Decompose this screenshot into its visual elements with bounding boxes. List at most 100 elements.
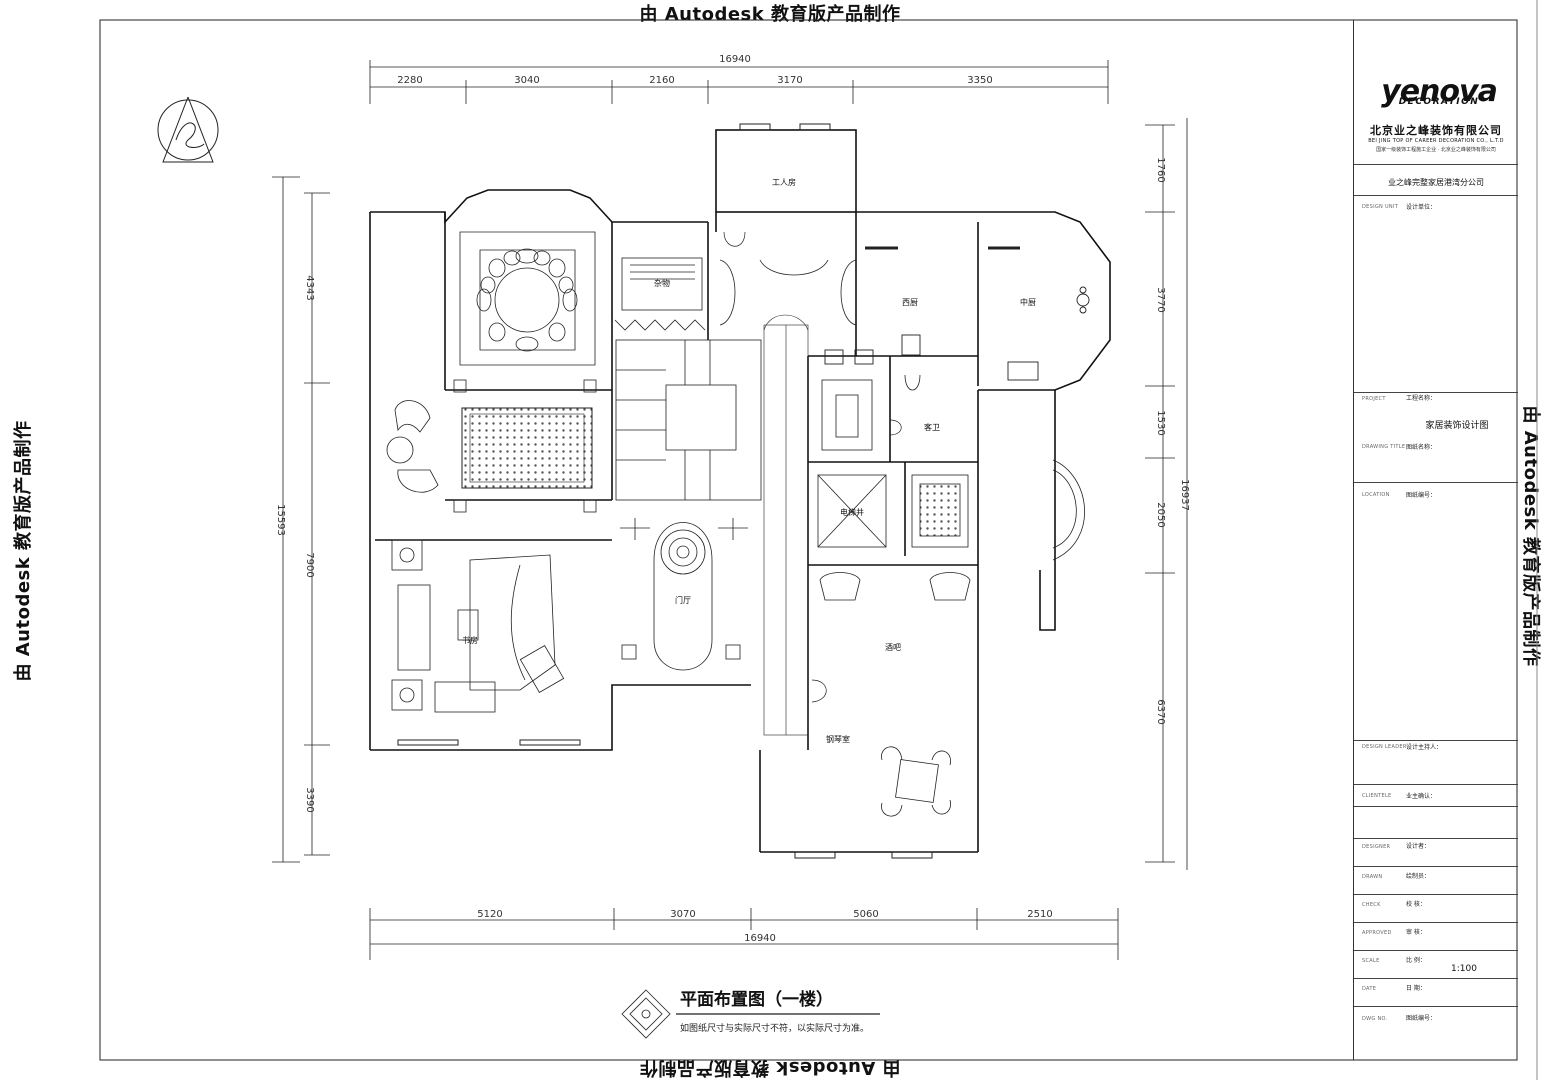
sheet-frame: [99, 19, 1518, 1061]
study-furniture: [391, 539, 565, 713]
elevator-shaft: [817, 474, 969, 548]
piano-room-furniture: [819, 459, 1085, 817]
room-labels: 工人房 西厨 中厨 客卫 电梯井 门厅 酒吧 钢琴室 杂物 书房: [462, 177, 1036, 744]
room-storage-label: 杂物: [654, 278, 670, 288]
divider: [1354, 740, 1518, 741]
tb-location-en: LOCATION: [1362, 492, 1390, 498]
dim-right-3: 1530: [1155, 410, 1166, 435]
tb-design-unit-en: DESIGN UNIT: [1362, 204, 1399, 210]
room-bar-label: 酒吧: [885, 643, 901, 652]
dim-right-total: 16937: [1179, 479, 1190, 511]
divider: [1354, 164, 1518, 165]
dimension-lines: [272, 60, 1188, 960]
scale-value: 1:100: [1451, 964, 1477, 974]
title-emblem-icon: [621, 989, 671, 1039]
tb-scale-cn: 比 例：: [1406, 957, 1426, 964]
room-kitchen-china-label: 中厨: [1020, 297, 1036, 307]
dim-right-1: 1760: [1155, 157, 1166, 182]
divider: [1354, 894, 1518, 895]
dim-left-3: 3390: [304, 787, 315, 812]
divider: [1354, 922, 1518, 923]
dim-top-5: 3350: [967, 75, 992, 86]
divider: [1354, 392, 1518, 393]
dim-right-2: 3770: [1155, 287, 1166, 312]
dim-top-3: 2160: [649, 75, 674, 86]
divider: [1354, 195, 1518, 196]
company-logo: yenova: [1381, 74, 1498, 109]
tb-drawing-title-en: DRAWING TITLE: [1362, 444, 1406, 450]
dim-top-total: 16940: [719, 54, 751, 65]
tb-scale-en: SCALE: [1362, 958, 1380, 964]
patterned-carpet: [461, 407, 593, 489]
company-name-en: BEI JING TOP OF CAREER DECORATION CO., L…: [1368, 138, 1504, 144]
divider: [1354, 482, 1518, 483]
tb-check-cn: 校 核：: [1406, 901, 1426, 908]
foyer-area: [620, 259, 857, 671]
dim-bottom-4: 2510: [1027, 909, 1052, 920]
divider: [1354, 806, 1518, 807]
dim-left-1: 4343: [304, 275, 315, 300]
tb-approved-cn: 审 核：: [1406, 929, 1426, 936]
dim-bottom-total: 16940: [744, 933, 776, 944]
company-name-cn: 北京业之峰装饰有限公司: [1370, 124, 1502, 137]
north-arrow-icon: [157, 96, 219, 163]
kitchen-fixtures: [824, 246, 1090, 381]
tb-date-cn: 日 期：: [1406, 985, 1426, 992]
dim-right-4: 2050: [1155, 502, 1166, 527]
divider: [1354, 866, 1518, 867]
tb-designer-cn: 设计者：: [1406, 843, 1431, 850]
tb-drawn-en: DRAWN: [1362, 874, 1383, 880]
tb-location-cn: 图纸编号：: [1406, 492, 1437, 499]
tb-check-en: CHECK: [1362, 902, 1381, 908]
title-block: yenova DECORATION 北京业之峰装饰有限公司 BEI JING T…: [1353, 20, 1518, 1060]
company-logo-sub: DECORATION: [1398, 97, 1480, 107]
company-slogan: 国家一级装饰工程施工企业 · 北京业之峰装饰有限公司: [1376, 147, 1496, 153]
dim-right-5: 6370: [1155, 699, 1166, 724]
tb-design-unit-cn: 设计单位：: [1406, 204, 1437, 211]
tb-clientele-cn: 业主确认：: [1406, 793, 1437, 800]
tb-date-en: DATE: [1362, 986, 1377, 992]
door-swings: [723, 231, 902, 703]
guest-wc-fixtures: [821, 374, 921, 451]
room-servant-label: 工人房: [772, 177, 796, 187]
divider: [1354, 838, 1518, 839]
tb-approved-en: APPROVED: [1362, 930, 1392, 936]
tb-design-leader-en: DESIGN LEADER: [1362, 744, 1407, 750]
room-elevator-label: 电梯井: [840, 507, 864, 517]
room-foyer-label: 门厅: [675, 595, 691, 605]
dim-top-4: 3170: [777, 75, 802, 86]
tb-drawing-title-cn: 图纸名称：: [1406, 444, 1437, 451]
room-study-label: 书房: [462, 635, 478, 645]
tb-designer-en: DESIGNER: [1362, 844, 1391, 850]
dining-area: [453, 231, 597, 513]
dim-top-1: 2280: [397, 75, 422, 86]
lounge-chairs: [386, 400, 439, 493]
walls: [369, 129, 1111, 853]
room-guest-wc-label: 客卫: [924, 422, 940, 432]
dimension-labels: 16940 2280 3040 2160 3170 3350 5120 3070…: [275, 54, 1190, 944]
project-name: 家居装饰设计图: [1425, 421, 1489, 431]
dim-left-total: 15593: [275, 504, 286, 536]
divider: [1354, 1006, 1518, 1007]
branch-name: 业之峰完整家居港湾分公司: [1388, 178, 1484, 187]
room-kitchen-west-label: 西厨: [902, 298, 918, 307]
drawing-title: 平面布置图（一楼）: [680, 989, 833, 1010]
windows: [397, 123, 933, 859]
tb-project-en: PROJECT: [1362, 396, 1386, 402]
divider: [1354, 950, 1518, 951]
dim-bottom-3: 5060: [853, 909, 878, 920]
divider: [1354, 784, 1518, 785]
dim-bottom-2: 3070: [670, 909, 695, 920]
tb-dwg-no-en: DWG NO.: [1362, 1016, 1388, 1022]
dim-top-2: 3040: [514, 75, 539, 86]
divider: [1354, 978, 1518, 979]
tb-drawn-cn: 绘制员：: [1406, 873, 1431, 880]
corridor-strip: [763, 314, 809, 736]
room-music-label: 钢琴室: [826, 734, 850, 744]
tb-design-leader-cn: 设计主持人：: [1406, 744, 1443, 751]
drawing-note: 如图纸尺寸与实际尺寸不符，以实际尺寸为准。: [680, 1022, 869, 1034]
drawing-title-block: 平面布置图（一楼） 如图纸尺寸与实际尺寸不符，以实际尺寸为准。: [621, 989, 880, 1039]
tb-clientele-en: CLIENTELE: [1362, 793, 1392, 799]
dim-bottom-1: 5120: [477, 909, 502, 920]
